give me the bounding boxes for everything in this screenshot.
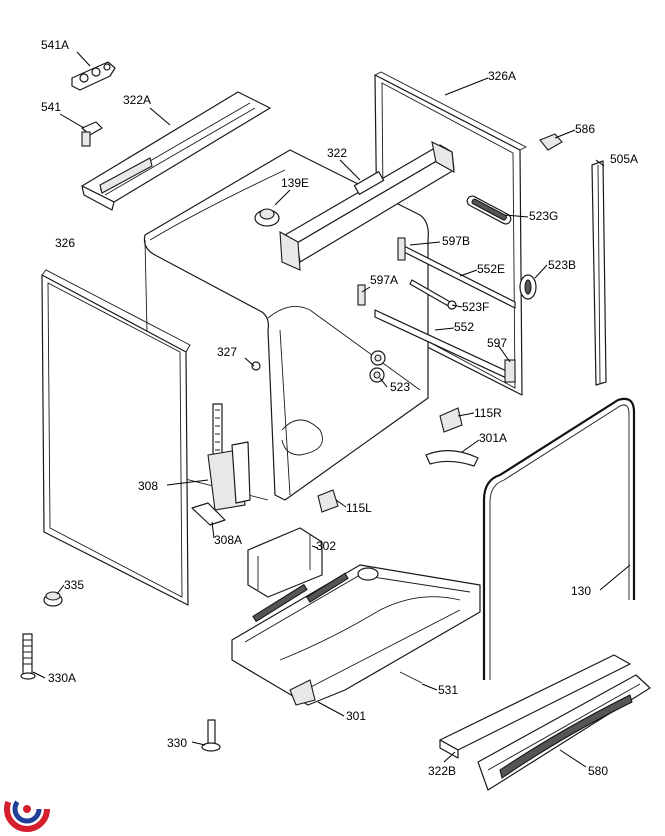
label-523: 523 [390,380,410,394]
label-552: 552 [454,320,474,334]
label-335: 335 [64,578,84,592]
label-322b: 322B [428,764,456,778]
label-308a: 308A [214,533,242,547]
part-552-rail [357,284,516,383]
label-139e: 139E [281,176,309,190]
label-523b: 523B [548,258,576,272]
label-523g: 523G [529,209,558,223]
label-308: 308 [138,479,158,493]
part-115l-bracket [317,489,339,513]
part-326-panel [41,269,191,606]
part-523g-slot [466,195,512,225]
part-505a-strip [591,160,607,386]
label-541: 541 [41,100,61,114]
part-335-foot [43,591,63,607]
part-531-wire [399,671,423,684]
leader-lines [32,51,631,768]
part-308-hinge [207,403,251,511]
label-541a: 541A [41,38,69,52]
part-523b-grommet [519,274,537,300]
part-586-clip [539,133,563,151]
label-586: 586 [575,122,595,136]
label-302: 302 [316,539,336,553]
label-330a: 330A [48,671,76,685]
part-301-base [231,564,481,706]
label-130: 130 [571,584,591,598]
brand-swirl-icon [4,786,50,832]
part-541-holder [81,121,103,147]
label-531: 531 [438,683,458,697]
part-330-bolt [201,719,221,752]
label-322: 322 [327,146,347,160]
label-580: 580 [588,764,608,778]
part-327-pin [251,361,261,371]
part-301a-cover [425,450,479,467]
part-541a-clip [71,61,116,91]
part-139e-nut [254,208,280,227]
part-552e-rail [397,237,516,309]
label-326a: 326A [488,69,516,83]
part-115r-bracket [439,407,463,433]
label-505a: 505A [610,152,638,166]
part-130-seal [482,397,636,680]
label-301: 301 [346,709,366,723]
part-322a-rail [81,91,271,211]
label-597: 597 [487,336,507,350]
label-115r: 115R [474,406,502,420]
part-322-top-rail [279,141,455,271]
part-302-plate [247,527,323,598]
label-552e: 552E [477,262,505,276]
part-tub-body [143,149,429,501]
label-322a: 322A [123,93,151,107]
label-330: 330 [167,736,187,750]
label-326: 326 [55,236,75,250]
label-327: 327 [217,345,237,359]
label-301a: 301A [479,431,507,445]
label-597b: 597B [442,234,470,248]
callout-labels: 541A 541 322A 326A 586 322 505A 139E 523… [41,38,638,778]
part-308a-spring [191,502,226,526]
part-580-kickplate [477,674,651,791]
label-523f: 523F [462,300,489,314]
label-115l: 115L [346,501,372,515]
part-330a-bolt [20,633,36,680]
part-322b-rail [439,654,631,759]
label-597a: 597A [370,273,398,287]
